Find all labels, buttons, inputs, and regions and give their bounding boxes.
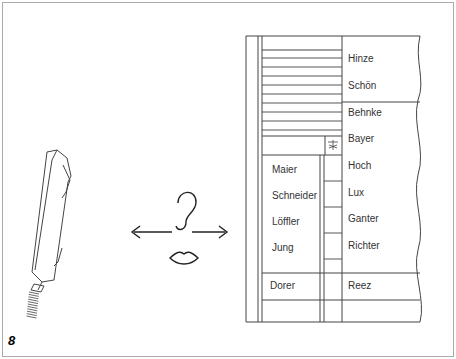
stroke [262, 58, 342, 59]
stroke [29, 292, 39, 294]
door-panel [246, 36, 422, 322]
speaker-grille [262, 58, 342, 130]
name-label: Ganter [348, 213, 379, 225]
stroke [28, 299, 38, 301]
name-label: Löffler [272, 216, 300, 228]
name-label: Lux [348, 187, 364, 199]
speech-symbol [132, 192, 227, 264]
frame [3, 3, 454, 357]
stroke [262, 103, 342, 104]
stroke [29, 297, 39, 299]
stroke [324, 233, 342, 234]
stroke [29, 294, 39, 296]
stroke [27, 316, 37, 318]
stroke [262, 67, 342, 68]
name-label: Schön [348, 80, 376, 92]
stroke [262, 130, 342, 131]
name-label: Dorer [270, 280, 295, 292]
stroke [262, 85, 342, 86]
name-label: Richter [348, 240, 380, 252]
name-label: Schneider [272, 190, 317, 202]
stroke [28, 304, 38, 306]
stroke [262, 112, 342, 113]
stroke [27, 309, 37, 311]
stroke [28, 306, 38, 308]
stroke [28, 302, 38, 304]
stroke [27, 314, 37, 316]
name-label: Hinze [348, 53, 374, 65]
name-label: Jung [272, 242, 294, 254]
stroke [324, 207, 342, 208]
name-label: Bayer [348, 133, 374, 145]
stroke [262, 121, 342, 122]
call-buttons [324, 181, 342, 259]
stroke [262, 76, 342, 77]
figure-number: 8 [8, 333, 15, 348]
stroke [27, 311, 37, 313]
name-label: Maier [272, 164, 297, 176]
stroke [262, 94, 342, 95]
handset [31, 150, 71, 292]
name-label: Behnke [348, 107, 382, 119]
name-label: Hoch [348, 160, 371, 172]
name-label: Reez [348, 280, 371, 292]
stroke [324, 181, 342, 182]
stroke [324, 259, 342, 260]
handset-cord [27, 292, 40, 318]
